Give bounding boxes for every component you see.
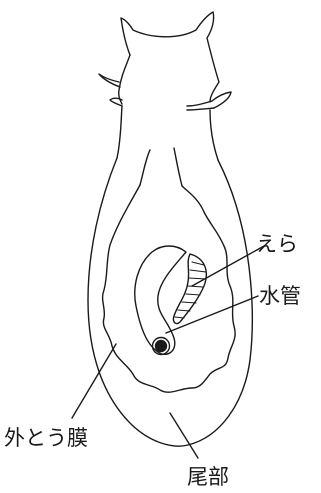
mantle-label: 外とう膜	[4, 426, 88, 450]
body-outline	[88, 158, 252, 446]
mantle-fold	[103, 185, 236, 392]
head-inner-left	[140, 150, 150, 185]
siphon-opening	[156, 341, 167, 352]
head-left-side	[119, 55, 130, 104]
left-fin	[99, 74, 120, 87]
siphon-leader-line	[166, 296, 258, 333]
right-fin	[212, 92, 231, 108]
head-inner-right	[174, 148, 182, 186]
left-fin-lower	[110, 98, 122, 106]
neck-right	[210, 110, 218, 160]
head-outline	[121, 12, 219, 102]
tail-label: 尾部	[187, 465, 229, 489]
tail-leader-line	[170, 413, 198, 458]
right-fin-inner	[187, 101, 212, 106]
gills-label: えら	[256, 232, 298, 256]
neck-left	[117, 106, 122, 158]
siphon-label: 水管	[259, 284, 301, 308]
